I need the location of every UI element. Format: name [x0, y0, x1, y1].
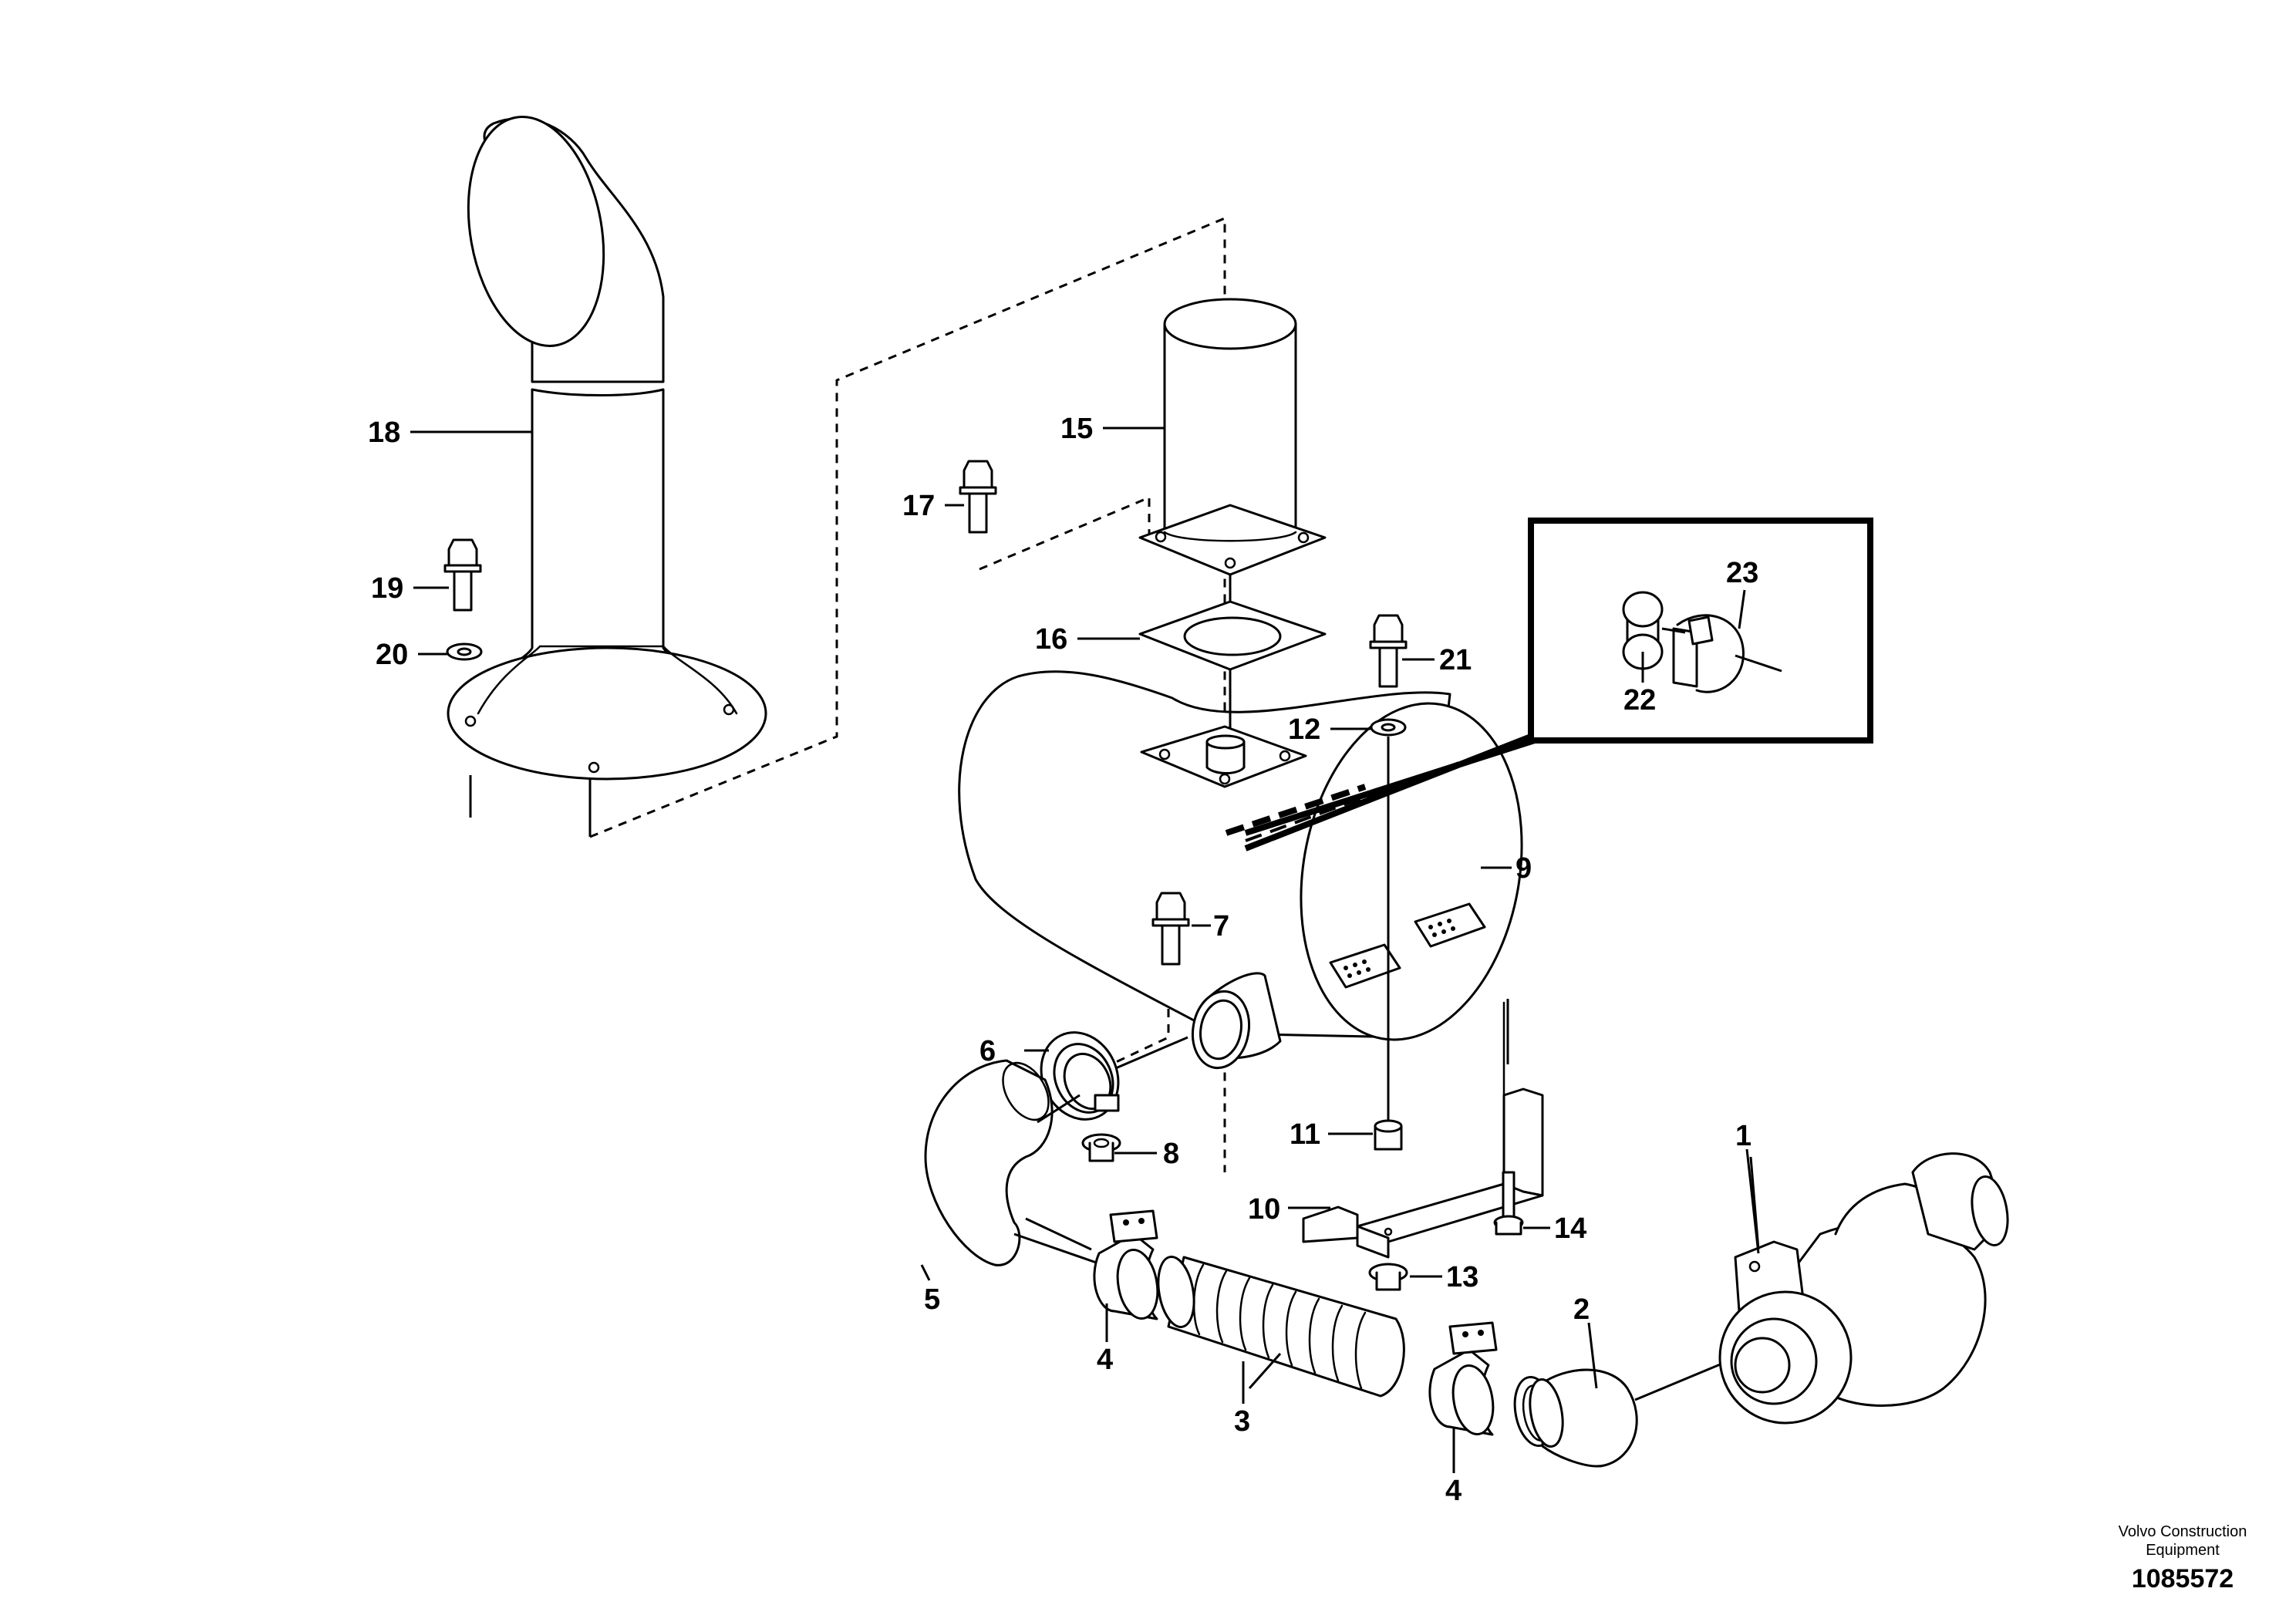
brand-line-1: Volvo Construction — [2119, 1523, 2247, 1540]
callout-13: 13 — [1446, 1261, 1478, 1293]
flange-nut-13 — [1368, 1263, 1408, 1291]
brand-line-2: Equipment — [2146, 1542, 2220, 1559]
washer-12 — [1370, 718, 1407, 1122]
callout-6: 6 — [979, 1035, 996, 1067]
muffler-end-brackets — [1329, 902, 1486, 989]
elbow-pipe-5 — [924, 1059, 1104, 1266]
washer-20 — [446, 642, 483, 661]
callout-19: 19 — [371, 572, 403, 605]
flange-bolt-19 — [443, 538, 482, 612]
flange-bolt-17 — [959, 460, 997, 534]
callout-7: 7 — [1213, 910, 1229, 943]
flange-nut-8 — [1081, 1133, 1121, 1162]
callout-labels: 1 2 3 4 4 5 6 7 8 9 10 11 12 13 14 15 16… — [368, 413, 1758, 1507]
exhaust-stack-pipe — [447, 116, 767, 837]
flexible-hose-3 — [1025, 1217, 1405, 1398]
drawing-footer: Volvo Construction Equipment 1085572 — [2119, 1523, 2247, 1593]
callout-22: 22 — [1623, 684, 1656, 717]
v-band-clamp-6 — [1040, 1031, 1120, 1121]
callout-10: 10 — [1248, 1193, 1280, 1226]
bolt-14 — [1493, 1171, 1524, 1236]
callout-16: 16 — [1035, 623, 1067, 656]
callout-18: 18 — [368, 416, 400, 449]
callout-23: 23 — [1726, 557, 1758, 589]
callout-3: 3 — [1234, 1405, 1250, 1438]
callout-5: 5 — [924, 1283, 940, 1316]
detail-inset-box — [1225, 518, 1873, 851]
band-clamp-4-left — [1093, 1209, 1159, 1320]
gasket-16 — [1138, 600, 1327, 729]
callout-17: 17 — [902, 490, 935, 522]
callout-8: 8 — [1163, 1138, 1179, 1170]
callout-1: 1 — [1735, 1120, 1752, 1152]
callout-9: 9 — [1515, 852, 1532, 885]
outlet-pipe-15 — [1138, 298, 1327, 609]
callout-14: 14 — [1554, 1212, 1586, 1245]
muffler-body — [958, 670, 1523, 1074]
callout-15: 15 — [1060, 413, 1093, 445]
bolt-7 — [1151, 892, 1190, 966]
callout-4-left: 4 — [1097, 1344, 1113, 1376]
elbow-2 — [1513, 1360, 1728, 1468]
callout-12: 12 — [1288, 713, 1320, 746]
callout-21: 21 — [1439, 644, 1472, 676]
callout-4-right: 4 — [1445, 1475, 1462, 1507]
bolt-21 — [1369, 614, 1408, 688]
callout-leaders — [410, 427, 1760, 1473]
callout-2: 2 — [1573, 1293, 1590, 1326]
pipe-clamp-23 — [1661, 614, 1782, 693]
band-clamp-4-right — [1428, 1321, 1498, 1436]
turbocharger-1 — [1718, 1152, 2009, 1425]
spacer-11 — [1374, 1119, 1403, 1151]
callout-20: 20 — [376, 639, 408, 671]
callout-11: 11 — [1290, 1118, 1320, 1151]
drawing-number: 1085572 — [2132, 1564, 2234, 1593]
